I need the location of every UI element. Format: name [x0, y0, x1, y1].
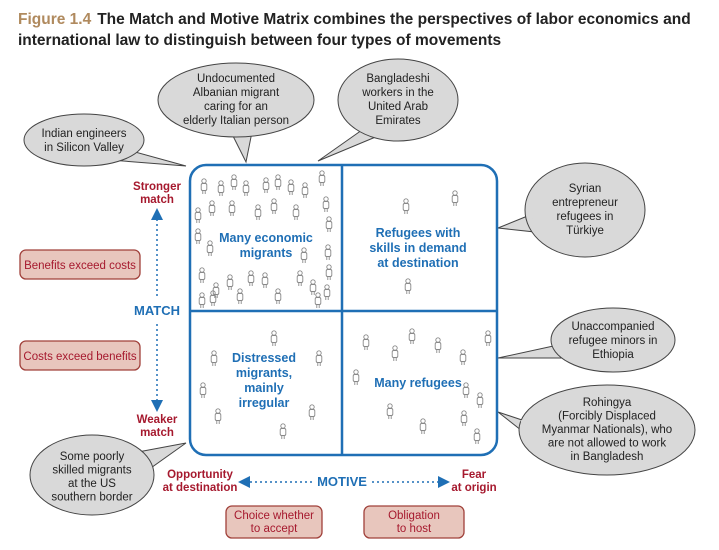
- person-icon: [325, 264, 333, 280]
- person-icon: [296, 270, 304, 286]
- person-icon: [206, 240, 214, 256]
- svg-text:Benefits exceed costs: Benefits exceed costs: [24, 260, 136, 272]
- person-icon: [473, 428, 481, 444]
- person-icon: [198, 267, 206, 283]
- person-icon: [324, 244, 332, 260]
- person-icon: [300, 247, 308, 263]
- person-icon: [254, 204, 262, 220]
- person-icon: [462, 382, 470, 398]
- person-icon: [198, 292, 206, 308]
- person-icon: [460, 410, 468, 426]
- person-icon: [404, 278, 412, 294]
- person-icon: [270, 198, 278, 214]
- person-icon: [322, 196, 330, 212]
- person-icon: [391, 345, 399, 361]
- person-icon: [209, 290, 217, 306]
- person-icon: [292, 204, 300, 220]
- person-icon: [314, 292, 322, 308]
- motive-axis-label: MOTIVE: [317, 474, 367, 489]
- person-icon: [408, 328, 416, 344]
- person-icon: [226, 274, 234, 290]
- person-icon: [217, 180, 225, 196]
- person-icon: [301, 182, 309, 198]
- person-icon: [247, 270, 255, 286]
- person-icon: [274, 174, 282, 190]
- person-icon: [262, 177, 270, 193]
- person-icon: [419, 418, 427, 434]
- person-icon: [270, 330, 278, 346]
- person-icon: [200, 178, 208, 194]
- figure-caption: The Match and Motive Matrix combines the…: [18, 11, 691, 49]
- person-icon: [386, 403, 394, 419]
- person-icon: [325, 216, 333, 232]
- person-icon: [484, 330, 492, 346]
- person-icon: [199, 382, 207, 398]
- people-icons: [194, 170, 492, 444]
- match-axis-label: MATCH: [134, 303, 180, 318]
- person-icon: [287, 179, 295, 195]
- figure-label: Figure 1.4: [18, 11, 92, 28]
- person-icon: [308, 404, 316, 420]
- person-icon: [323, 284, 331, 300]
- person-icon: [230, 174, 238, 190]
- person-icon: [352, 369, 360, 385]
- person-icon: [214, 408, 222, 424]
- person-icon: [228, 200, 236, 216]
- person-icon: [309, 279, 317, 295]
- person-icon: [476, 392, 484, 408]
- person-icon: [194, 228, 202, 244]
- person-icon: [208, 200, 216, 216]
- svg-text:Costs exceed benefits: Costs exceed benefits: [23, 351, 136, 363]
- person-icon: [210, 350, 218, 366]
- person-icon: [451, 190, 459, 206]
- person-icon: [279, 423, 287, 439]
- person-icon: [318, 170, 326, 186]
- person-icon: [434, 337, 442, 353]
- person-icon: [402, 198, 410, 214]
- person-icon: [236, 288, 244, 304]
- person-icon: [459, 349, 467, 365]
- person-icon: [362, 334, 370, 350]
- costs-exceed-benefits-box: Costs exceed benefits: [19, 340, 141, 371]
- benefits-exceed-costs-box: Benefits exceed costs: [19, 249, 141, 280]
- person-icon: [194, 207, 202, 223]
- person-icon: [274, 288, 282, 304]
- quadrant-bottom-right-label: Many refugees: [374, 376, 462, 390]
- person-icon: [242, 180, 250, 196]
- person-icon: [315, 350, 323, 366]
- person-icon: [261, 272, 269, 288]
